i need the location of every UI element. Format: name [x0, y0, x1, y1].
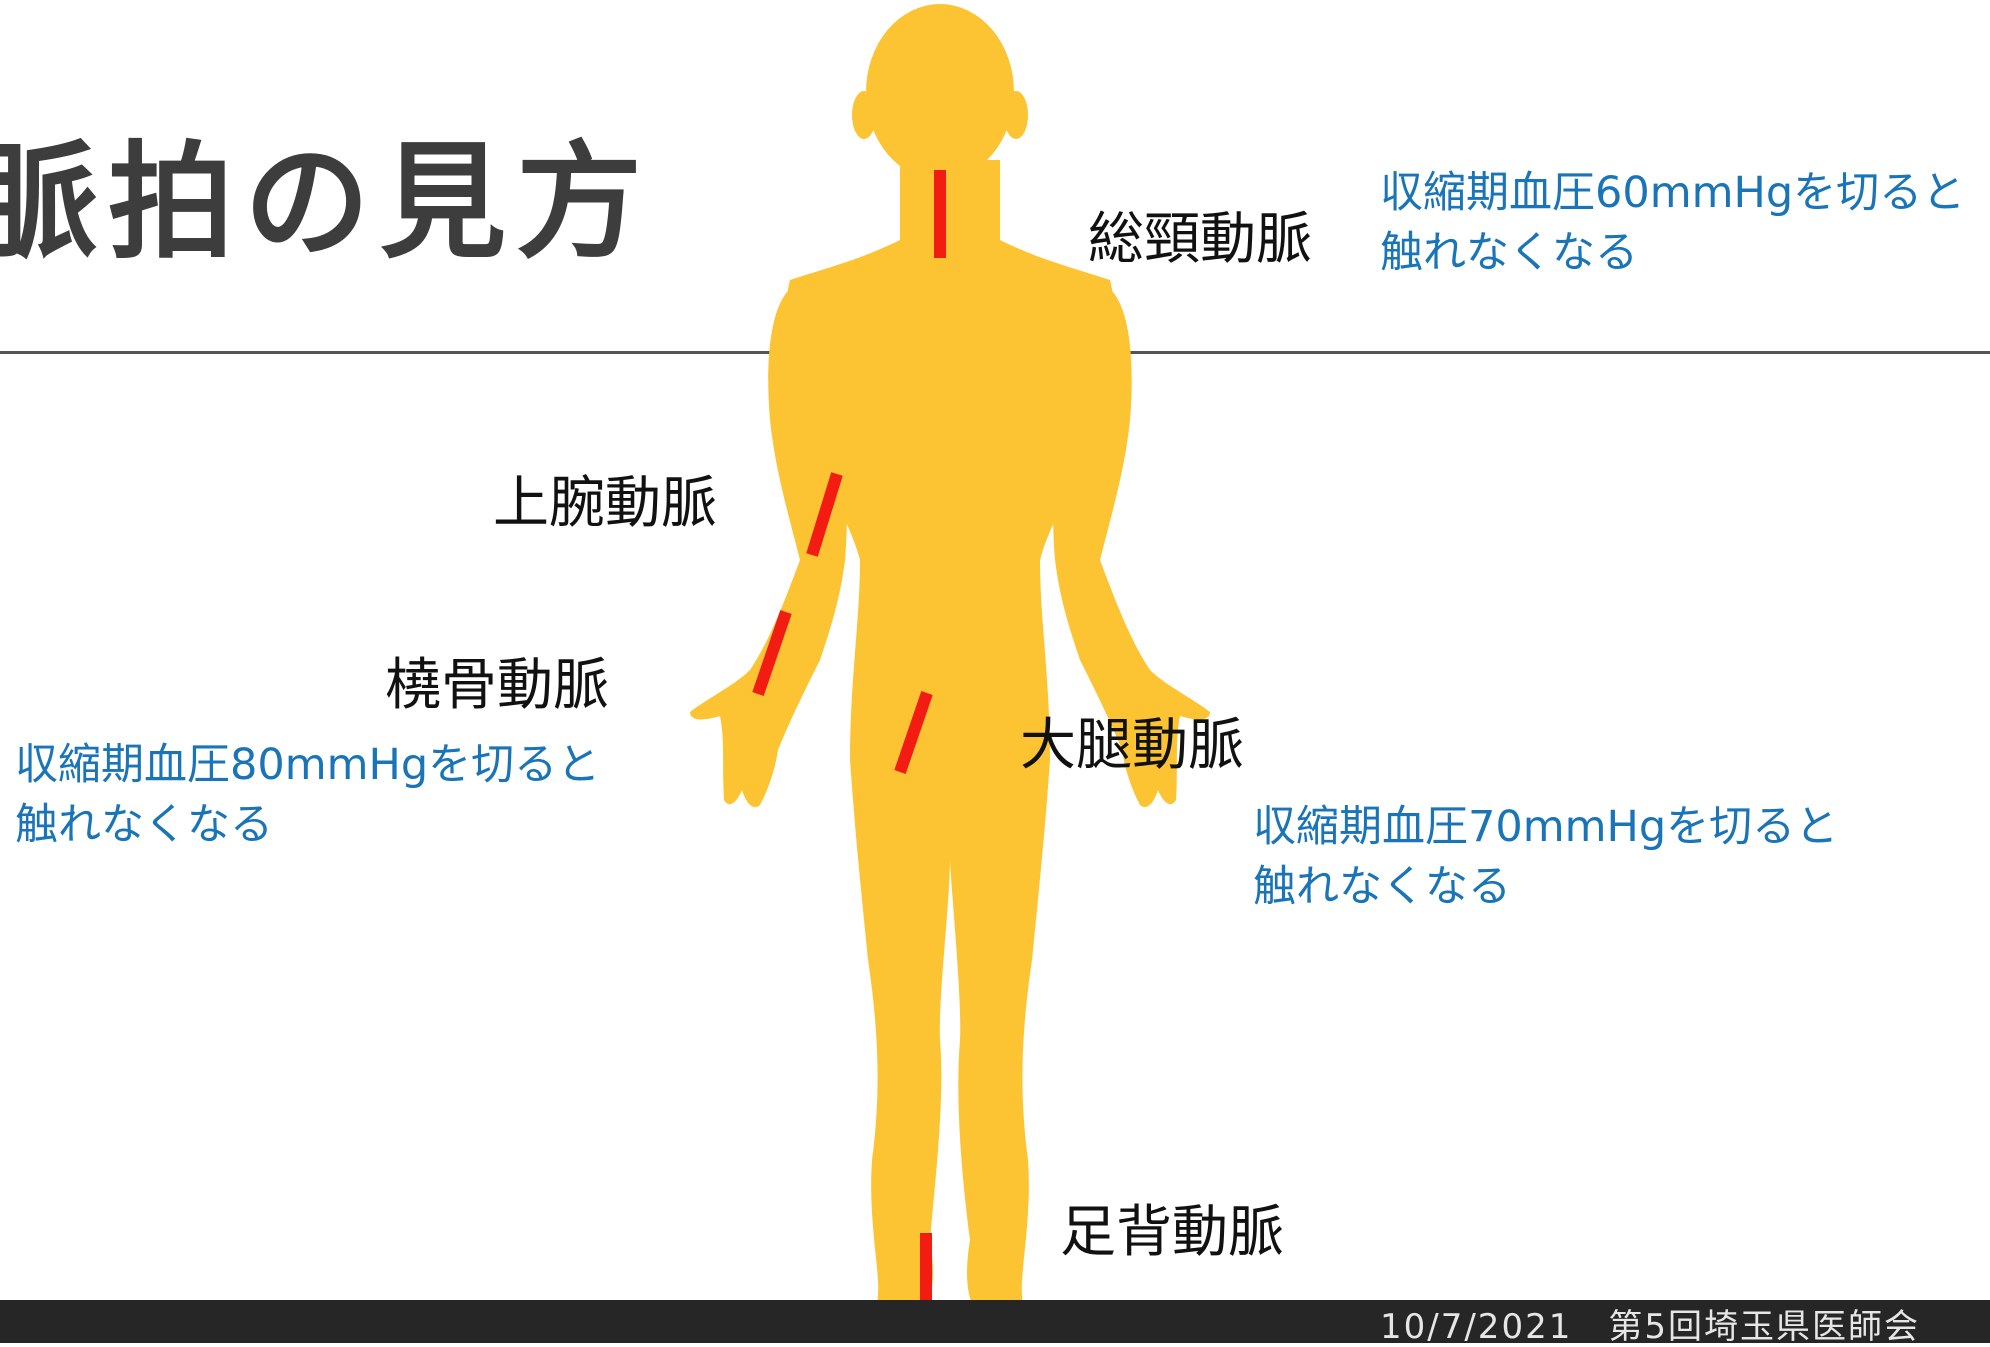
- carotid-note-line1: 収縮期血圧60mmHgを切ると: [1380, 168, 1966, 218]
- radial-marker: [752, 610, 792, 696]
- footer-text: 10/7/2021 第5回埼玉県医師会: [1380, 1307, 1920, 1347]
- dorsalis-pedis-label: 足背動脈: [1060, 1200, 1284, 1265]
- carotid-note-line2: 触れなくなる: [1380, 228, 1638, 278]
- carotid-note: 収縮期血圧60mmHgを切ると 触れなくなる: [1380, 163, 1965, 283]
- radial-note-line1: 収縮期血圧80mmHgを切ると: [15, 740, 601, 790]
- femoral-note-line2: 触れなくなる: [1253, 862, 1511, 912]
- footer-bar: [0, 1300, 1990, 1343]
- body-silhouette: [690, 4, 1210, 1319]
- brachial-marker: [806, 472, 843, 557]
- femoral-note-line1: 収縮期血圧70mmHgを切ると: [1253, 802, 1839, 852]
- femoral-label: 大腿動脈: [1020, 713, 1244, 778]
- slide-title: 脈拍の見方: [0, 129, 652, 276]
- femoral-marker: [894, 691, 933, 774]
- radial-label: 橈骨動脈: [385, 653, 609, 718]
- radial-note-line2: 触れなくなる: [15, 800, 273, 850]
- femoral-note: 収縮期血圧70mmHgを切ると 触れなくなる: [1253, 797, 1838, 917]
- brachial-label: 上腕動脈: [493, 471, 717, 536]
- carotid-label: 総頸動脈: [1088, 207, 1312, 272]
- pulse-markers: [752, 170, 946, 1318]
- radial-note: 収縮期血圧80mmHgを切ると 触れなくなる: [15, 735, 600, 855]
